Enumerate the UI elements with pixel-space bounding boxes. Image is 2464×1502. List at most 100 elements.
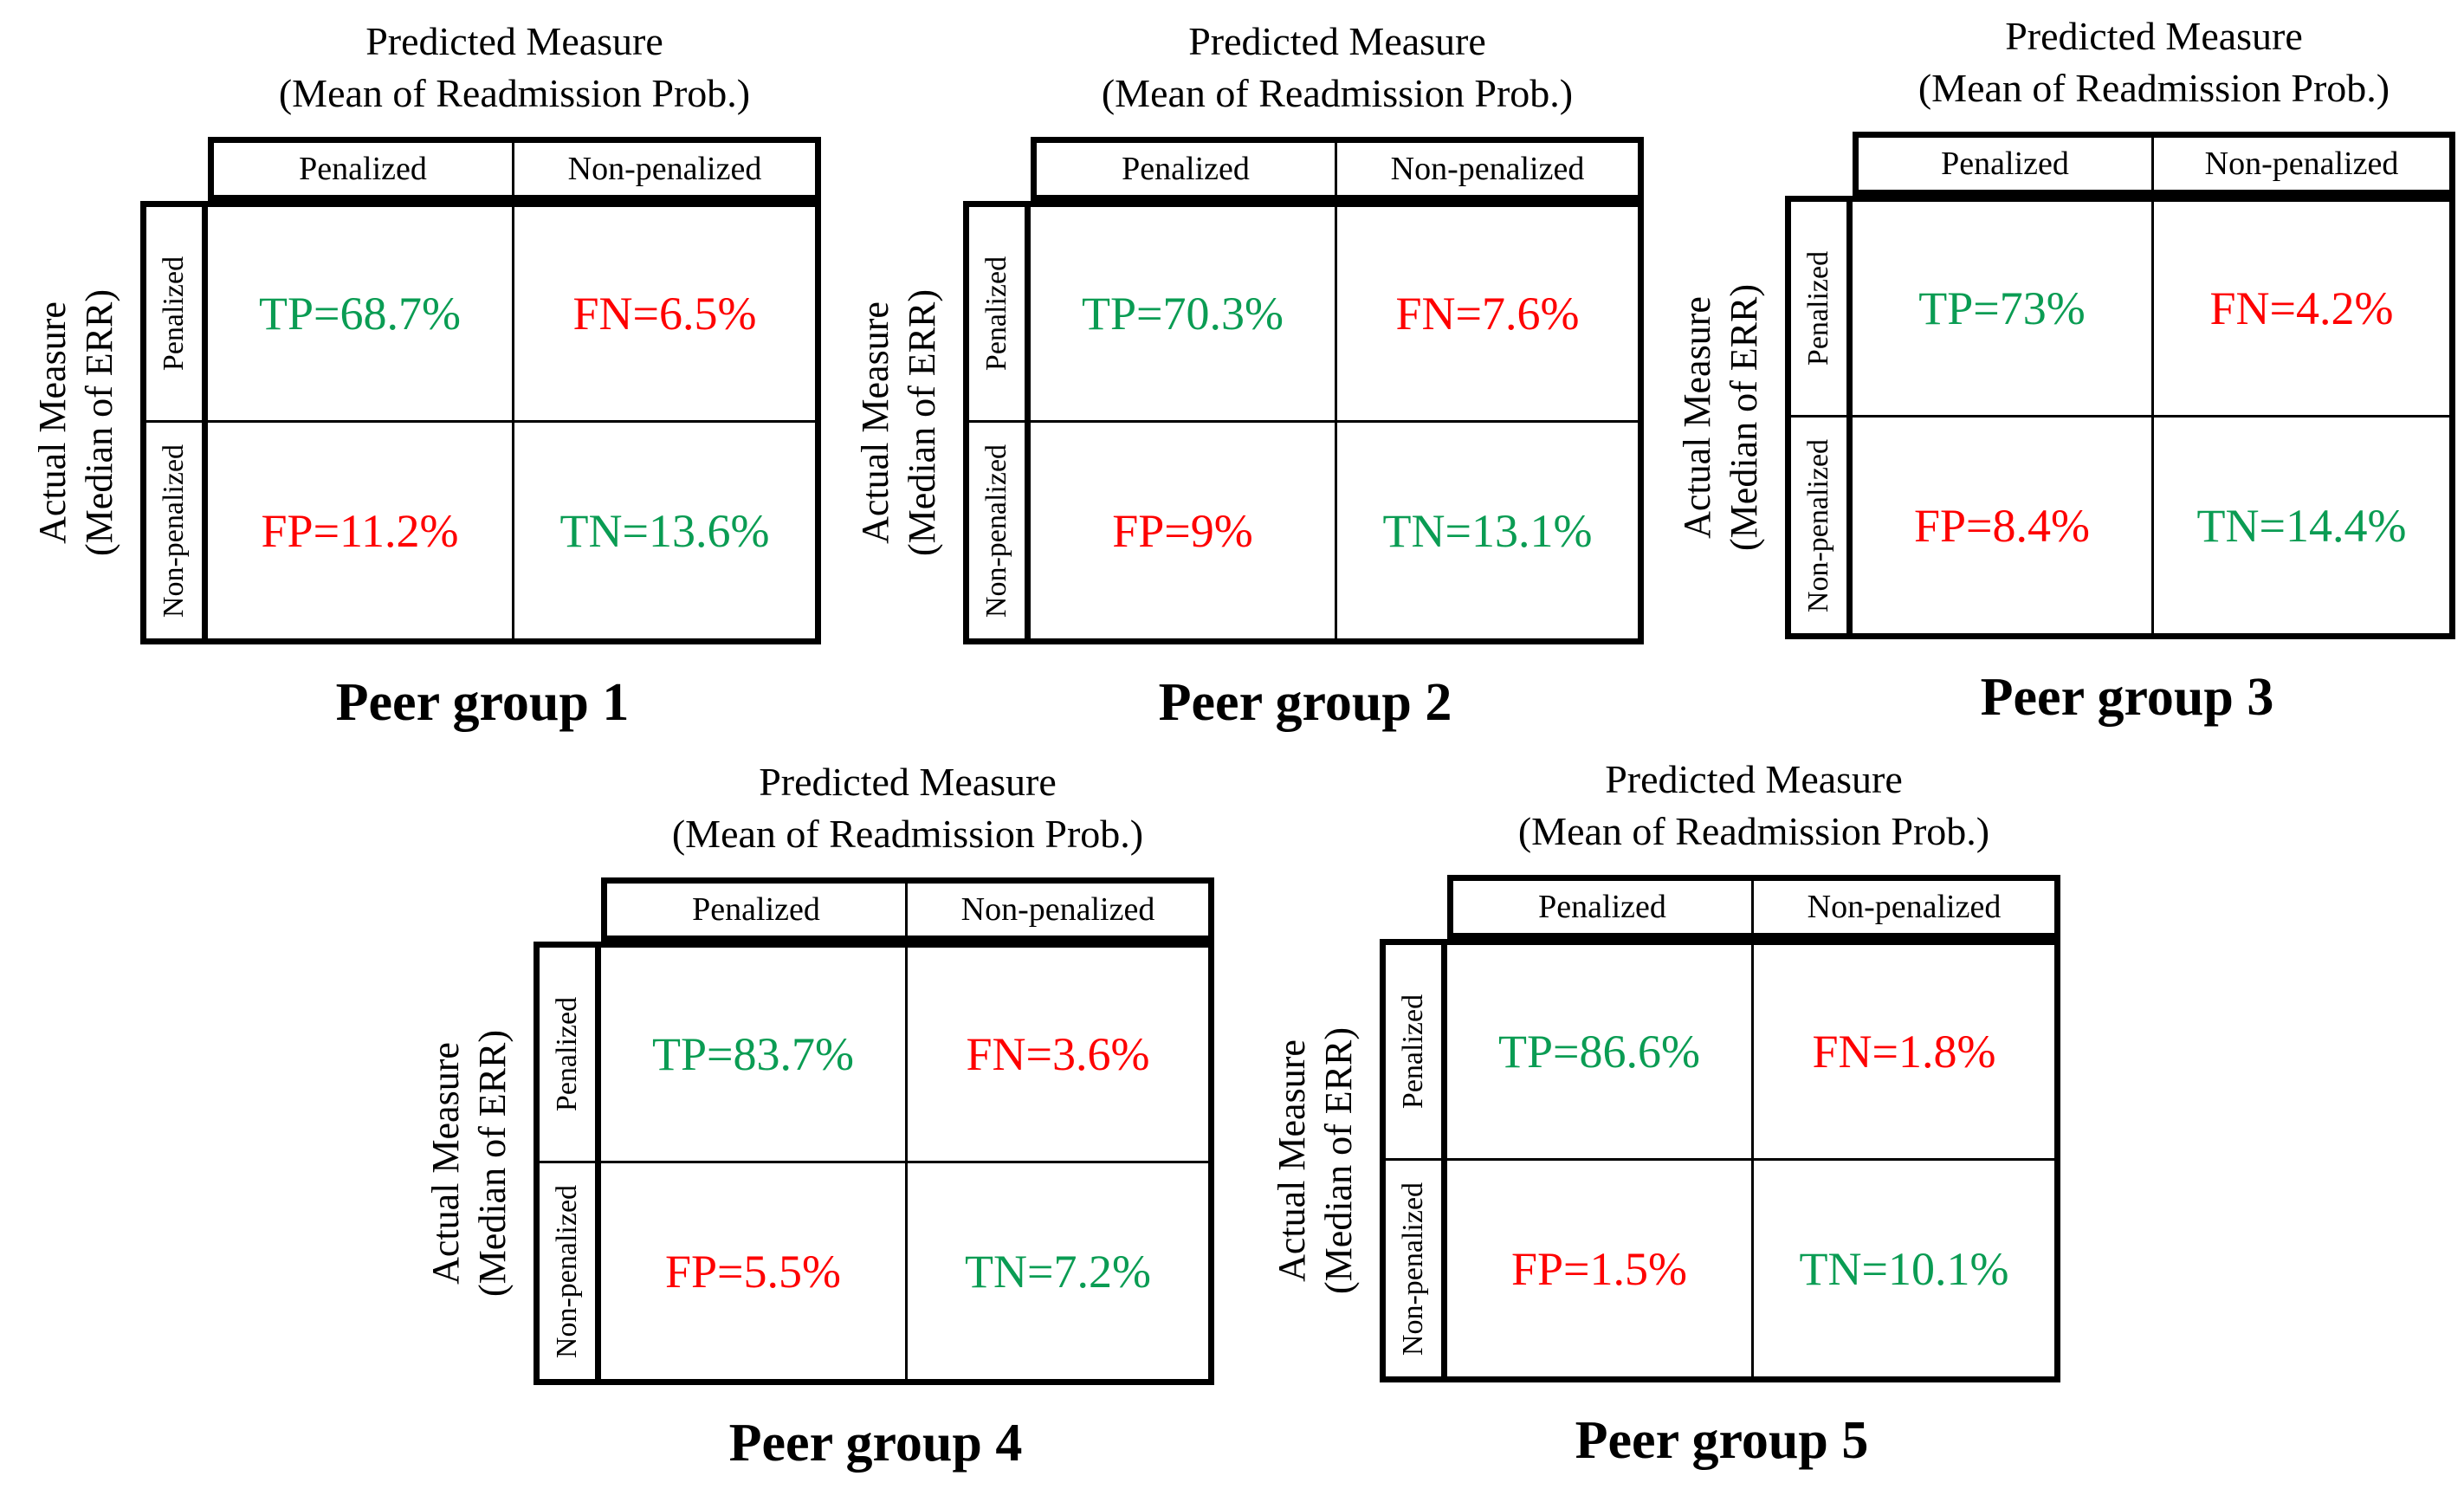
- actual-axis-title-line2: (Median of ERR): [901, 289, 943, 556]
- column-header-penalized: Penalized: [1031, 137, 1337, 201]
- false-positive-value: FP=9%: [1112, 504, 1253, 557]
- true-positive-value: TP=83.7%: [652, 1028, 854, 1080]
- column-header-non-penalized-label: Non-penalized: [567, 151, 762, 187]
- actual-axis-title-line1: Actual Measure: [1676, 296, 1718, 539]
- confusion-matrix-table: Penalized Non-penalized Actual Measure (…: [835, 137, 1644, 644]
- column-header-penalized-label: Penalized: [299, 151, 427, 187]
- confusion-matrix-peer-group-1: Predicted Measure (Mean of Readmission P…: [12, 10, 826, 757]
- matrix-caption: Peer group 4: [728, 1414, 1023, 1473]
- row-header-penalized: Penalized: [963, 201, 1031, 423]
- row-header-non-penalized: Non-penalized: [1380, 1161, 1447, 1382]
- true-negative-value: TN=14.4%: [2196, 499, 2407, 552]
- column-header-penalized-label: Penalized: [1122, 151, 1250, 187]
- false-positive-value: FP=8.4%: [1913, 499, 2090, 552]
- true-negative-value: TN=13.6%: [559, 504, 770, 557]
- true-negative-value: TN=7.2%: [965, 1245, 1151, 1298]
- matrix-caption: Peer group 1: [335, 673, 630, 732]
- actual-axis-title-text: Actual Measure (Median of ERR): [852, 289, 946, 556]
- confusion-matrix-table: Penalized Non-penalized Actual Measure (…: [1657, 132, 2455, 639]
- column-header-non-penalized: Non-penalized: [1337, 137, 1644, 201]
- confusion-matrix-table: Penalized Non-penalized Actual Measure (…: [12, 137, 821, 644]
- row-header-penalized: Penalized: [1785, 196, 1853, 418]
- cell-false-negative: FN=3.6%: [908, 942, 1214, 1163]
- confusion-matrix-table: Penalized Non-penalized Actual Measure (…: [1251, 875, 2060, 1382]
- matrix-caption: Peer group 5: [1575, 1411, 1869, 1470]
- confusion-matrix-table: Penalized Non-penalized Actual Measure (…: [405, 877, 1214, 1385]
- column-header-non-penalized: Non-penalized: [908, 877, 1214, 942]
- row-header-non-penalized: Non-penalized: [963, 423, 1031, 644]
- column-header-non-penalized-label: Non-penalized: [1807, 889, 2002, 925]
- false-positive-value: FP=5.5%: [664, 1245, 841, 1298]
- true-positive-value: TP=68.7%: [259, 288, 461, 340]
- actual-axis-title-line2: (Median of ERR): [1723, 284, 1765, 551]
- actual-axis-title-line1: Actual Measure: [424, 1042, 467, 1285]
- actual-axis-title: Actual Measure (Median of ERR): [1657, 196, 1785, 639]
- confusion-matrix-peer-group-2: Predicted Measure (Mean of Readmission P…: [835, 10, 1649, 757]
- actual-axis-title-text: Actual Measure (Median of ERR): [1269, 1027, 1362, 1294]
- true-negative-value: TN=13.1%: [1382, 504, 1593, 557]
- actual-axis-title: Actual Measure (Median of ERR): [1251, 939, 1380, 1382]
- row-header-non-penalized-label: Non-penalized: [1802, 438, 1834, 612]
- cell-true-negative: TN=7.2%: [908, 1163, 1214, 1385]
- actual-axis-title-line1: Actual Measure: [31, 301, 74, 544]
- predicted-axis-title-line1: Predicted Measure: [1188, 19, 1486, 63]
- false-positive-value: FP=1.5%: [1510, 1242, 1687, 1295]
- true-positive-value: TP=86.6%: [1498, 1026, 1700, 1078]
- predicted-axis-title-line2: (Mean of Readmission Prob.): [278, 71, 751, 115]
- cell-false-positive: FP=8.4%: [1853, 418, 2154, 639]
- cell-true-positive: TP=86.6%: [1447, 939, 1754, 1161]
- row-header-penalized-label: Penalized: [1397, 994, 1429, 1110]
- row-header-non-penalized-label: Non-penalized: [158, 443, 190, 618]
- row-header-penalized-label: Penalized: [551, 996, 583, 1112]
- row-header-penalized: Penalized: [534, 942, 601, 1163]
- predicted-axis-title-line2: (Mean of Readmission Prob.): [1918, 66, 2390, 110]
- predicted-axis-title-line2: (Mean of Readmission Prob.): [1517, 809, 1990, 853]
- row-header-penalized-label: Penalized: [1802, 250, 1834, 366]
- actual-axis-title-text: Actual Measure (Median of ERR): [423, 1030, 516, 1297]
- cell-true-positive: TP=73%: [1853, 196, 2154, 418]
- predicted-axis-title-line1: Predicted Measure: [365, 19, 663, 63]
- predicted-axis-title: Predicted Measure (Mean of Readmission P…: [208, 16, 821, 120]
- column-header-penalized: Penalized: [1853, 132, 2154, 196]
- row-header-penalized-label: Penalized: [980, 256, 1012, 372]
- cell-false-positive: FP=9%: [1031, 423, 1337, 644]
- true-positive-value: TP=73%: [1918, 282, 2086, 334]
- cell-false-positive: FP=11.2%: [208, 423, 514, 644]
- predicted-axis-title: Predicted Measure (Mean of Readmission P…: [1031, 16, 1644, 120]
- false-negative-value: FN=3.6%: [966, 1028, 1150, 1080]
- column-header-penalized: Penalized: [601, 877, 908, 942]
- column-header-non-penalized: Non-penalized: [2154, 132, 2455, 196]
- column-header-penalized-label: Penalized: [1941, 146, 2069, 182]
- predicted-axis-title-line1: Predicted Measure: [1605, 757, 1903, 801]
- actual-axis-title-line1: Actual Measure: [1271, 1039, 1313, 1282]
- column-header-non-penalized-label: Non-penalized: [1390, 151, 1585, 187]
- row-header-penalized-label: Penalized: [158, 256, 190, 372]
- cell-false-negative: FN=7.6%: [1337, 201, 1644, 423]
- true-positive-value: TP=70.3%: [1082, 288, 1284, 340]
- column-header-penalized: Penalized: [1447, 875, 1754, 939]
- cell-true-positive: TP=70.3%: [1031, 201, 1337, 423]
- predicted-axis-title: Predicted Measure (Mean of Readmission P…: [1447, 754, 2060, 858]
- actual-axis-title-line2: (Median of ERR): [471, 1030, 514, 1297]
- column-header-non-penalized-label: Non-penalized: [960, 891, 1155, 928]
- cell-false-positive: FP=5.5%: [601, 1163, 908, 1385]
- cell-true-positive: TP=83.7%: [601, 942, 908, 1163]
- actual-axis-title: Actual Measure (Median of ERR): [835, 201, 963, 644]
- column-header-non-penalized: Non-penalized: [1754, 875, 2060, 939]
- row-header-penalized: Penalized: [1380, 939, 1447, 1161]
- row-header-non-penalized-label: Non-penalized: [551, 1184, 583, 1358]
- actual-axis-title-text: Actual Measure (Median of ERR): [29, 289, 123, 556]
- actual-axis-title-line1: Actual Measure: [854, 301, 896, 544]
- cell-true-negative: TN=13.6%: [514, 423, 821, 644]
- true-negative-value: TN=10.1%: [1799, 1242, 2009, 1295]
- confusion-matrix-peer-group-5: Predicted Measure (Mean of Readmission P…: [1251, 748, 2066, 1495]
- row-header-non-penalized-label: Non-penalized: [1397, 1182, 1429, 1356]
- row-header-non-penalized: Non-penalized: [1785, 418, 1853, 639]
- cell-true-negative: TN=14.4%: [2154, 418, 2455, 639]
- column-header-non-penalized-label: Non-penalized: [2204, 146, 2399, 182]
- confusion-matrix-peer-group-3: Predicted Measure (Mean of Readmission P…: [1657, 5, 2464, 752]
- cell-false-negative: FN=6.5%: [514, 201, 821, 423]
- column-header-non-penalized: Non-penalized: [514, 137, 821, 201]
- false-negative-value: FN=1.8%: [1812, 1026, 1996, 1078]
